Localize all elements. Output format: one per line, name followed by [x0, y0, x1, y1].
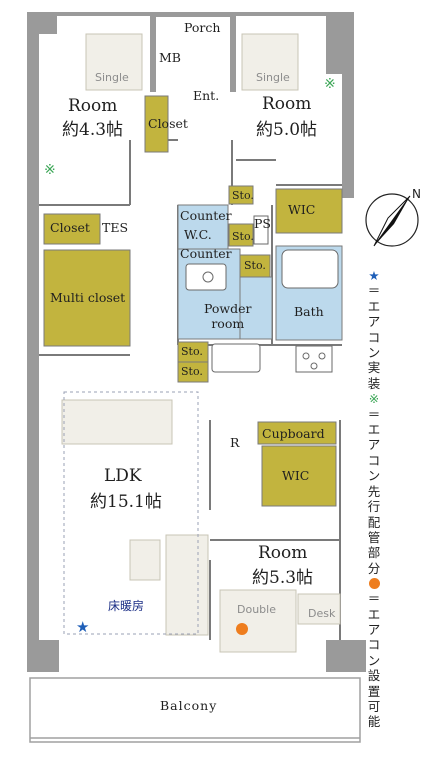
ldk-size: 約15.1帖 [90, 492, 162, 512]
storage-areas [43, 95, 343, 507]
legend-char: ア [367, 621, 381, 637]
legend-char: 置 [367, 683, 381, 699]
legend-piping-icon: ※ [368, 391, 380, 407]
legend-char: コ [367, 637, 381, 653]
room-east-name: Room [262, 94, 312, 114]
single-bed-west: Single [95, 71, 129, 84]
legend-possible-dot-icon [368, 578, 380, 590]
legend-star-icon: ★ [368, 268, 380, 283]
legend-star-text: ＝エアコン実装 [364, 283, 384, 391]
closet-left-label: Closet [50, 220, 90, 235]
outer-walls [27, 12, 366, 672]
legend-char: 可 [367, 698, 381, 714]
ldk-name: LDK [104, 466, 142, 486]
storage-wc-label: Sto. [232, 230, 254, 243]
floor-heating-label: 床暖房 [108, 599, 145, 613]
legend-char: 配 [367, 514, 381, 530]
legend-char: 先 [367, 483, 381, 499]
legend-char: ア [367, 314, 381, 330]
closet-upper-label: Closet [148, 116, 188, 131]
legend-possible-text: ＝エアコン設置可能 [364, 591, 384, 730]
balcony-outline [29, 677, 361, 743]
double-bed-label: Double [237, 603, 276, 616]
room-south-name: Room [258, 543, 308, 563]
mb-label: MB [159, 50, 181, 65]
cupboard-label: Cupboard [262, 426, 325, 441]
entrance-label: Ent. [193, 88, 220, 103]
legend-char: エ [367, 298, 381, 314]
legend-char: コ [367, 329, 381, 345]
legend-char: 管 [367, 529, 381, 545]
bath-label: Bath [294, 304, 324, 319]
compass [365, 193, 419, 247]
refrigerator-label: R [230, 435, 240, 450]
legend-char: コ [367, 452, 381, 468]
legend-char: 能 [367, 714, 381, 730]
legend-char: 設 [367, 668, 381, 684]
balcony-label: Balcony [160, 698, 218, 713]
storage-basin-label: Sto. [244, 259, 266, 272]
legend-char: 部 [367, 545, 381, 561]
room-west-name: Room [68, 96, 118, 116]
aircon-possible-dot-icon [236, 623, 248, 635]
legend-char: ＝ [367, 406, 381, 422]
storage-top-label: Sto. [232, 189, 254, 202]
legend-piping-text: ＝エアコン先行配管部分 [364, 407, 384, 576]
legend-char: 装 [367, 375, 381, 391]
legend-char: ン [367, 468, 381, 484]
desk-label: Desk [308, 607, 336, 620]
legend-char: ＝ [367, 591, 381, 607]
legend-char: ン [367, 652, 381, 668]
legend-char: ン [367, 345, 381, 361]
single-bed-east: Single [256, 71, 290, 84]
ps-label: PS [254, 216, 271, 231]
room-west-size: 約4.3帖 [62, 120, 124, 140]
furniture-ghosts [61, 33, 341, 653]
tes-label: TES [102, 220, 129, 235]
storage-kitchen-2-label: Sto. [181, 365, 203, 378]
powder-room-label: Powder room [204, 301, 252, 331]
storage-kitchen-1-label: Sto. [181, 345, 203, 358]
multi-closet-label: Multi closet [50, 290, 126, 305]
wc-label: W.C. [184, 227, 212, 242]
legend-char: ア [367, 437, 381, 453]
aircon-piping-west-icon: ※ [44, 162, 56, 178]
aircon-installed-star-icon: ★ [76, 618, 90, 636]
wic-bottom-label: WIC [282, 468, 310, 483]
legend-char: エ [367, 606, 381, 622]
room-south-size: 約5.3帖 [252, 568, 314, 588]
fixtures [185, 215, 339, 373]
counter-top-label: Counter [180, 208, 232, 223]
counter-bottom-label: Counter [180, 246, 232, 261]
wic-top-label: WIC [288, 202, 316, 217]
porch-label: Porch [184, 20, 221, 35]
aircon-piping-east-icon: ※ [324, 76, 336, 92]
legend-char: エ [367, 422, 381, 438]
room-east-size: 約5.0帖 [256, 120, 318, 140]
legend: ★ ＝エアコン実装 ※ ＝エアコン先行配管部分 ＝エアコン設置可能 [364, 268, 384, 730]
compass-north-letter: N [412, 187, 421, 201]
legend-char: 分 [367, 560, 381, 576]
legend-char: ＝ [367, 283, 381, 299]
legend-char: 行 [367, 499, 381, 515]
legend-char: 実 [367, 360, 381, 376]
floor-heating-zone [63, 391, 199, 635]
